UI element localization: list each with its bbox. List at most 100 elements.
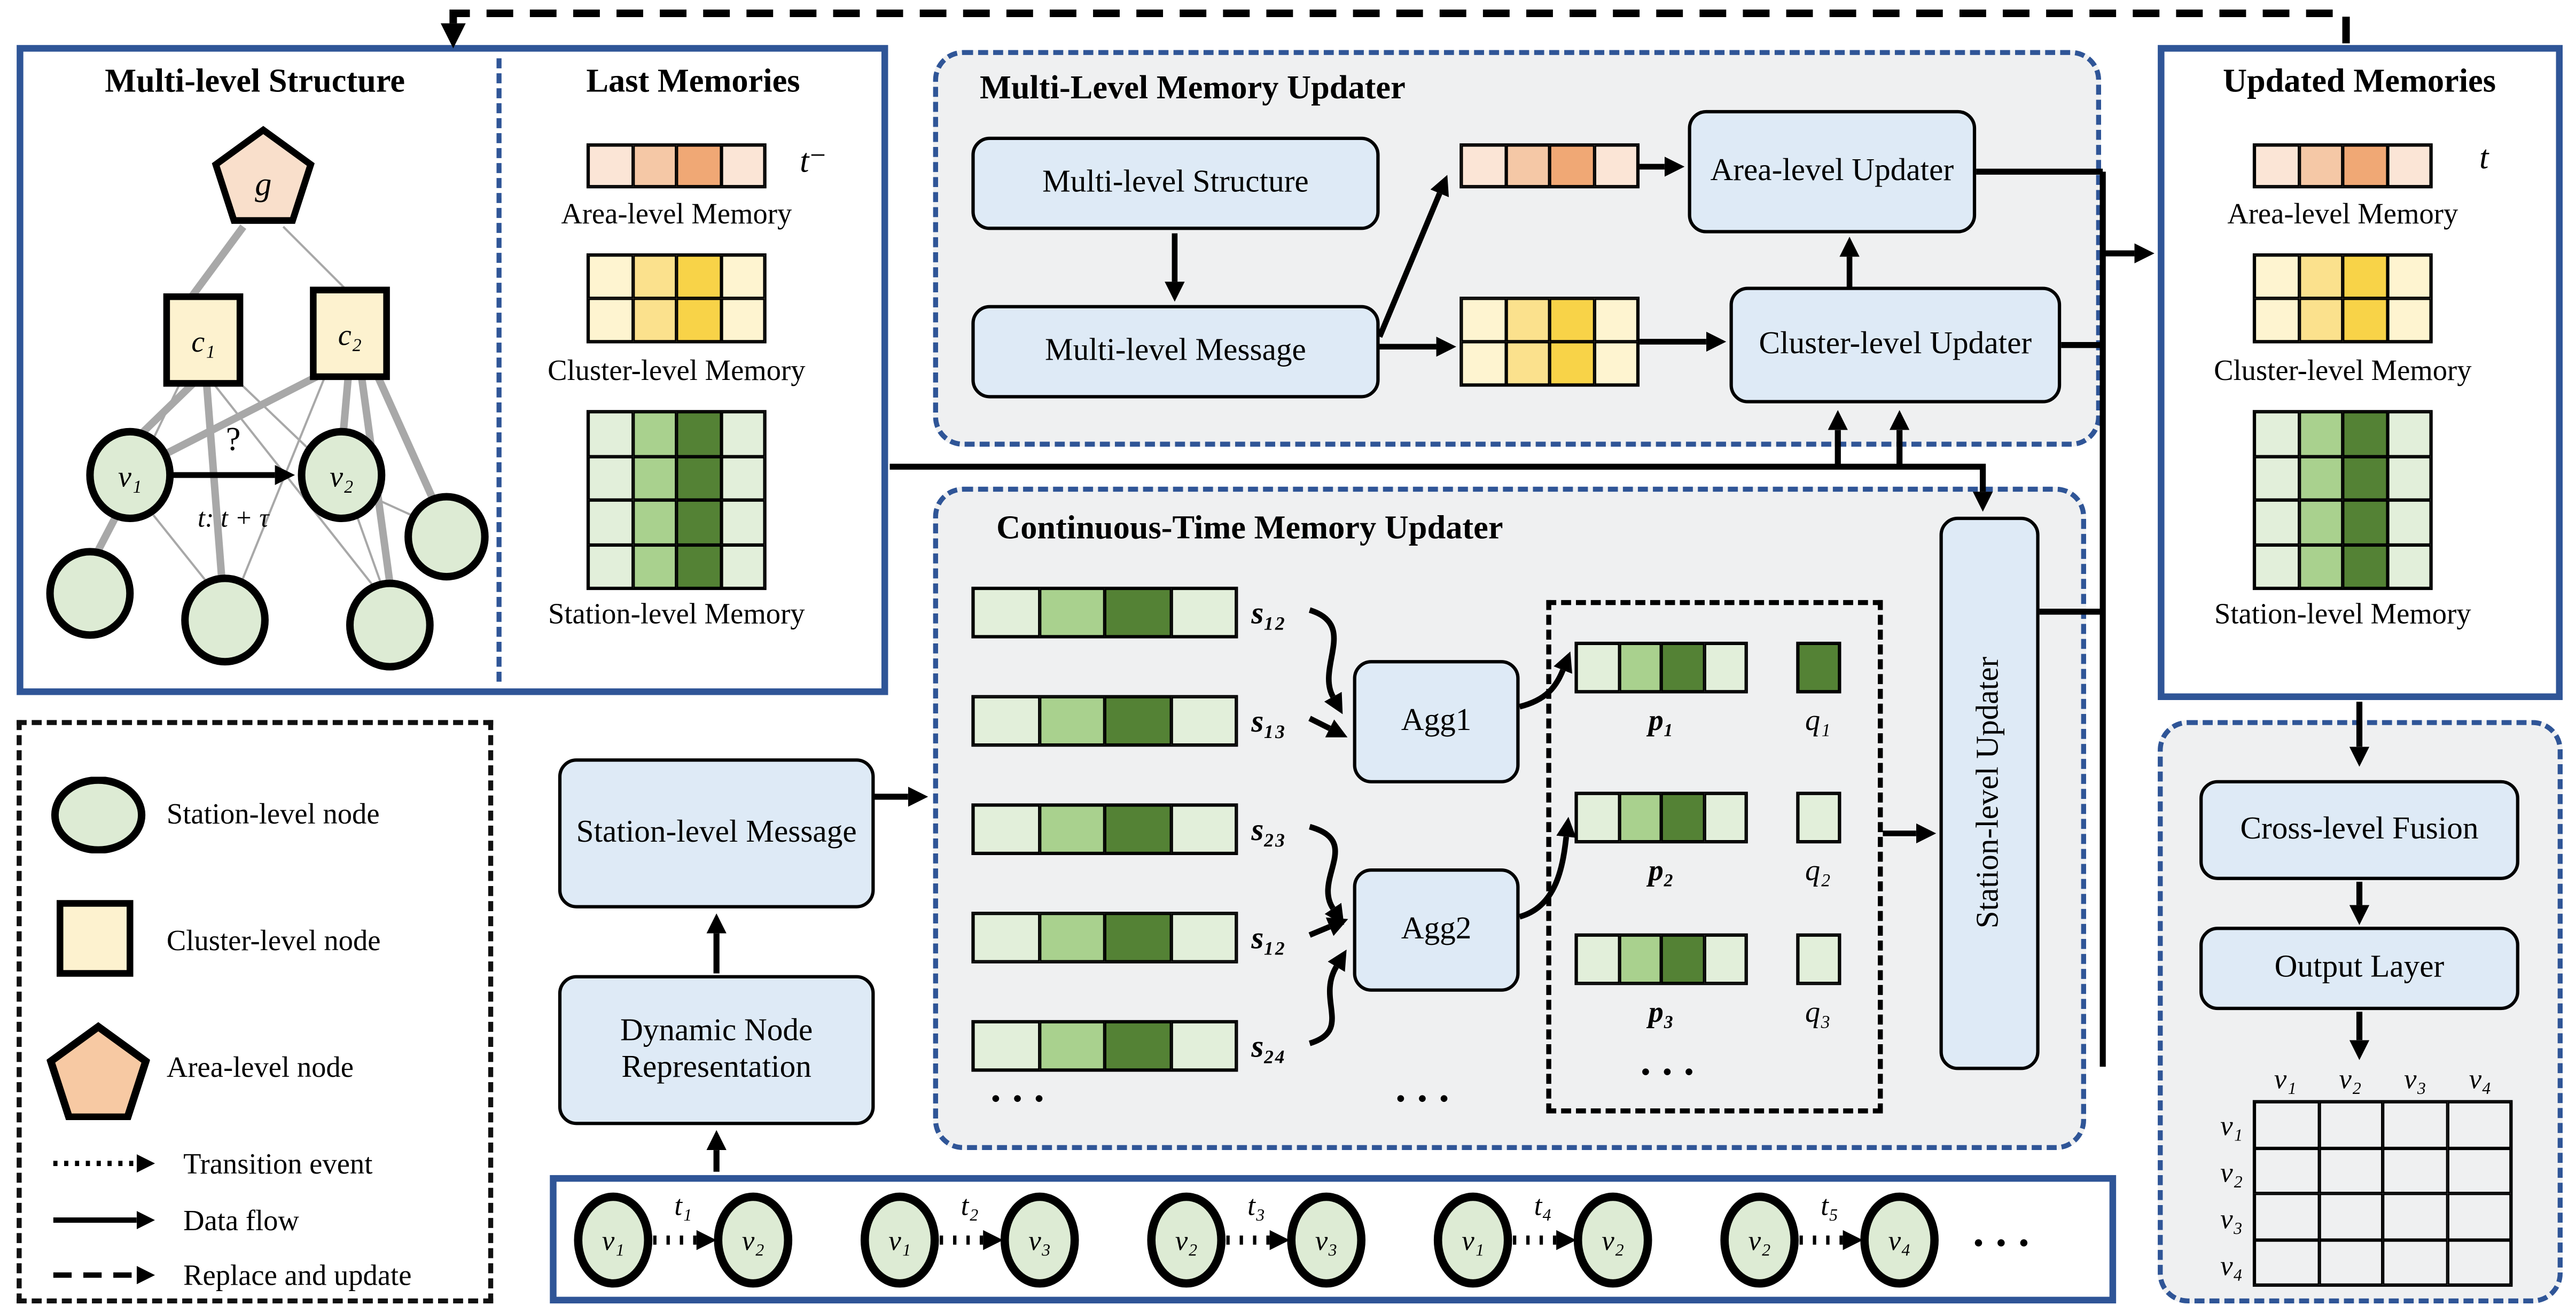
event-sequence: v₁ v₂ v₁ v₃ v₂ v₃ v₁ v₂ v₂ v₄ t₁ t₂ t₃ t… bbox=[574, 1191, 2028, 1288]
memory-cell bbox=[2386, 255, 2431, 299]
memory-cell bbox=[1505, 298, 1550, 342]
memory-cell bbox=[1170, 696, 1237, 745]
structure-title: Multi-level Structure bbox=[105, 63, 405, 100]
matrix-row-v4: v₄ bbox=[2220, 1250, 2243, 1282]
memory-cell bbox=[1576, 935, 1619, 984]
svg-text:t₃: t₃ bbox=[1247, 1191, 1265, 1222]
memory-cell bbox=[1461, 145, 1506, 187]
panel-divider bbox=[496, 58, 502, 682]
memory-cell bbox=[2383, 1193, 2447, 1239]
memory-cell bbox=[2383, 1147, 2447, 1194]
memory-cell bbox=[973, 696, 1039, 745]
memory-cell bbox=[1798, 793, 1840, 842]
memory-cell bbox=[2386, 500, 2431, 545]
memory-cell bbox=[1039, 805, 1105, 853]
memory-cell bbox=[1704, 935, 1746, 984]
memory-cell bbox=[1619, 793, 1661, 842]
memory-cell bbox=[1549, 298, 1594, 342]
last-cluster-memory-grid bbox=[586, 253, 767, 344]
memory-cell bbox=[1704, 793, 1746, 842]
memory-cell bbox=[2298, 544, 2343, 589]
memory-cell bbox=[632, 544, 677, 589]
svg-text:t₅: t₅ bbox=[1821, 1191, 1838, 1222]
memory-cell bbox=[2343, 456, 2387, 500]
s13-label: s₁₃ bbox=[1251, 705, 1286, 740]
s12b-label: s₁₂ bbox=[1251, 921, 1286, 957]
cross-level-fusion-box: Cross-level Fusion bbox=[2199, 780, 2519, 880]
memory-cell bbox=[2386, 544, 2431, 589]
station-node-v1 bbox=[86, 428, 174, 523]
svg-text:v₁: v₁ bbox=[888, 1225, 911, 1256]
memory-cell bbox=[1704, 643, 1746, 692]
memory-cell bbox=[1104, 696, 1171, 745]
memory-cell bbox=[1594, 341, 1638, 385]
memory-cell bbox=[720, 544, 765, 589]
memory-cell bbox=[1170, 913, 1237, 962]
memory-cell bbox=[973, 1021, 1039, 1070]
memory-cell bbox=[2447, 1101, 2511, 1148]
memory-cell bbox=[720, 255, 765, 299]
memory-cell bbox=[2298, 456, 2343, 500]
memory-cell bbox=[973, 805, 1039, 853]
memory-cell bbox=[2319, 1193, 2383, 1239]
memory-cell bbox=[2298, 500, 2343, 545]
s-message-bar bbox=[971, 586, 1238, 639]
updated-time-label: t bbox=[2479, 139, 2489, 177]
memory-cell bbox=[632, 500, 677, 545]
memory-cell bbox=[2343, 544, 2387, 589]
memory-cell bbox=[973, 588, 1039, 637]
svg-text:v₂: v₂ bbox=[1748, 1225, 1771, 1256]
legend-arrow-icons bbox=[53, 1154, 155, 1285]
matrix-col-v2: v₂ bbox=[2339, 1063, 2362, 1096]
mlmu-cluster-message-grid bbox=[1459, 297, 1640, 387]
memory-cell bbox=[1039, 1021, 1105, 1070]
last-station-memory-grid bbox=[586, 410, 767, 591]
memory-cell bbox=[2343, 255, 2387, 299]
station-node-v1-label: v₁ bbox=[118, 461, 142, 494]
p-rows-ellipsis: • • • bbox=[1641, 1060, 1697, 1087]
memory-cell bbox=[2254, 1193, 2319, 1239]
memory-cell bbox=[2254, 298, 2299, 342]
svg-text:v₂: v₂ bbox=[1602, 1225, 1624, 1256]
memory-cell bbox=[2447, 1147, 2511, 1194]
memory-cell bbox=[1039, 696, 1105, 745]
memory-cell bbox=[2298, 298, 2343, 342]
memory-cell bbox=[588, 500, 633, 545]
memory-cell bbox=[676, 456, 721, 500]
matrix-col-v1: v₁ bbox=[2274, 1063, 2297, 1096]
memory-cell bbox=[632, 411, 677, 456]
memory-cell bbox=[1594, 145, 1638, 187]
memory-cell bbox=[1576, 793, 1619, 842]
area-node-label: g bbox=[255, 166, 271, 203]
memory-cell bbox=[2254, 145, 2299, 187]
cluster-node-c2 bbox=[310, 286, 390, 380]
legend-cluster-label: Cluster-level node bbox=[166, 923, 381, 957]
memory-cell bbox=[1549, 145, 1594, 187]
last-time-label: t⁻ bbox=[800, 143, 827, 180]
p2-bar bbox=[1574, 791, 1748, 844]
agg2-box: Agg2 bbox=[1353, 868, 1520, 992]
dynamic-node-representation-box: Dynamic Node Representation bbox=[558, 975, 875, 1125]
memory-cell bbox=[1104, 588, 1171, 637]
memory-cell bbox=[588, 255, 633, 299]
station-node bbox=[346, 579, 434, 671]
memory-cell bbox=[2319, 1239, 2383, 1285]
graph-edges bbox=[93, 224, 439, 591]
last-station-memory-label: Station-level Memory bbox=[548, 596, 805, 630]
memory-cell bbox=[720, 298, 765, 342]
svg-text:v₃: v₃ bbox=[1315, 1225, 1338, 1256]
matrix-col-v4: v₄ bbox=[2469, 1063, 2492, 1096]
q3-label: q₃ bbox=[1805, 995, 1831, 1029]
area-node-icon bbox=[46, 1022, 150, 1120]
memory-cell bbox=[720, 456, 765, 500]
memory-cell bbox=[632, 145, 677, 187]
memory-cell bbox=[676, 255, 721, 299]
svg-text:t₄: t₄ bbox=[1534, 1191, 1552, 1222]
memory-cell bbox=[632, 456, 677, 500]
svg-text:v₃: v₃ bbox=[1028, 1225, 1051, 1256]
station-node-v2 bbox=[298, 428, 386, 523]
updated-area-memory-label: Area-level Memory bbox=[2227, 197, 2458, 230]
svg-text:t₁: t₁ bbox=[674, 1191, 692, 1222]
memory-cell bbox=[1170, 588, 1237, 637]
memory-cell bbox=[1104, 1021, 1171, 1070]
